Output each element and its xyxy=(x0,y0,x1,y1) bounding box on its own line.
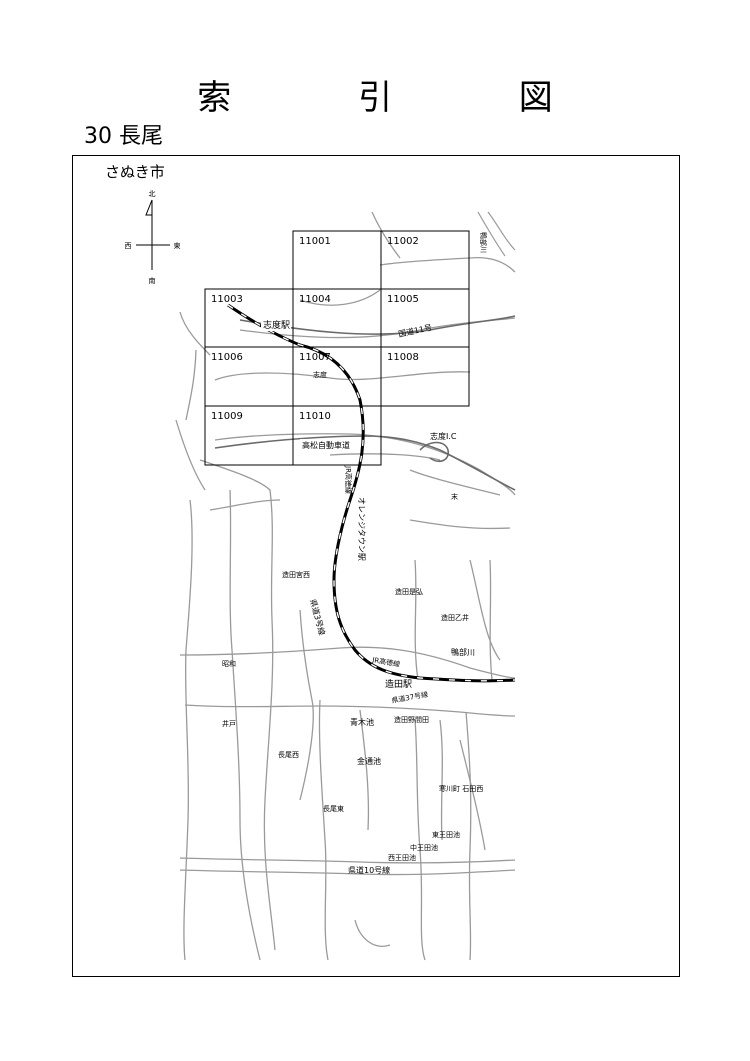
river xyxy=(477,211,516,257)
road-label: 国道11号 xyxy=(397,322,433,339)
place-label: 造田野間田 xyxy=(394,715,429,724)
compass-east: 東 xyxy=(174,241,181,250)
place-label: 造田乙井 xyxy=(441,613,469,622)
railway-line xyxy=(227,303,516,683)
compass-north: 北 xyxy=(149,190,156,198)
road-label: 高松自動車道 xyxy=(302,440,350,450)
place-label: 長尾西 xyxy=(278,751,299,759)
pond-label: 東王田池 xyxy=(432,830,460,839)
grid-labels: 11001 11002 11003 11004 11005 11006 1100… xyxy=(211,236,419,422)
grid-label: 11005 xyxy=(387,294,419,305)
pond-label: 中王田池 xyxy=(410,843,438,852)
river-label: 鴨部川 xyxy=(479,232,488,253)
compass-rose: 北 南 東 西 xyxy=(125,190,181,285)
grid-label: 11006 xyxy=(211,352,243,363)
pond-label: 金通池 xyxy=(357,756,381,766)
sheet-label: 30 長尾 xyxy=(84,124,163,149)
place-label: 井戸 xyxy=(222,719,236,728)
city-label: さぬき市 xyxy=(105,163,165,181)
railway-label: JR高徳線 xyxy=(344,465,353,494)
grid-label: 11003 xyxy=(211,294,243,305)
grid-label: 11004 xyxy=(299,294,331,305)
place-label: 志度 xyxy=(313,370,327,379)
expressway xyxy=(214,315,516,491)
road-network xyxy=(175,211,516,961)
grid-label: 11001 xyxy=(299,236,331,247)
page-title: 索 引 図 xyxy=(197,78,611,118)
place-label: 寒川町 石田西 xyxy=(439,784,483,793)
road-label: 県道10号線 xyxy=(348,865,390,875)
grid-label: 11002 xyxy=(387,236,419,247)
grid-label: 11010 xyxy=(299,411,331,422)
north-arrow-icon xyxy=(145,199,153,216)
station-label: 造田駅 xyxy=(385,678,412,690)
station-label: オレンジタウン駅 xyxy=(357,497,366,561)
river-label: 鴨部川 xyxy=(451,647,475,657)
place-label: 長尾東 xyxy=(323,804,344,813)
grid-cell[interactable] xyxy=(292,405,382,466)
station-label: 志度駅 xyxy=(263,319,290,331)
road-label: 県道3号線 xyxy=(308,598,327,636)
index-grid xyxy=(204,230,470,466)
interchange-label: 志度I.C xyxy=(430,431,457,441)
map-frame xyxy=(72,155,680,977)
grid-label: 11008 xyxy=(387,352,419,363)
compass-south: 南 xyxy=(149,276,156,285)
place-label: 造田是弘 xyxy=(395,587,423,596)
place-label: 造田宮西 xyxy=(282,570,310,579)
place-labels: 志度駅 国道11号 志度 高松自動車道 志度I.C 鴨部川 JR高徳線 オレンジ… xyxy=(222,232,488,875)
road-label: 県道37号線 xyxy=(391,690,429,705)
pond-label: 青木池 xyxy=(350,717,374,727)
compass-west: 西 xyxy=(125,242,132,250)
pond-label: 西王田池 xyxy=(388,853,416,862)
grid-label: 11009 xyxy=(211,411,243,422)
place-label: 末 xyxy=(451,492,458,501)
grid-cell[interactable] xyxy=(380,346,470,407)
place-label: 昭和 xyxy=(222,659,236,668)
grid-label: 11007 xyxy=(299,352,331,363)
